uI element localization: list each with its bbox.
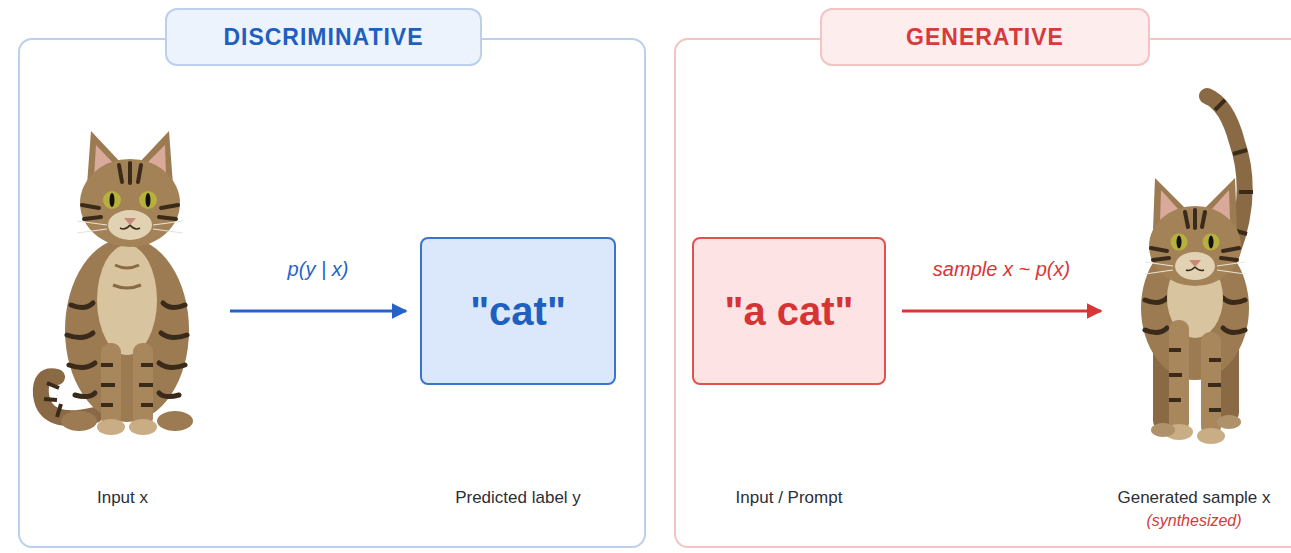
input-image: Input x (35, 115, 210, 440)
caption: Input / Prompt (736, 488, 843, 508)
arrow-connector (902, 310, 1101, 313)
box-label: "cat" (470, 289, 566, 334)
panel-heading: GENERATIVE (820, 8, 1150, 66)
prompt-box: "a cat"Input / Prompt (692, 237, 886, 385)
label-box: "cat"Predicted label y (420, 237, 616, 385)
caption-note: (synthesized) (1146, 512, 1241, 530)
panel-heading: DISCRIMINATIVE (165, 8, 482, 66)
generated-image: Generated sample x(synthesized) (1105, 80, 1283, 445)
caption: Generated sample x (1117, 488, 1270, 508)
arrow-connector (230, 310, 406, 313)
box-label: "a cat" (724, 289, 853, 334)
walking-cat (1141, 96, 1253, 444)
edge-label: p(y | x) (285, 258, 352, 281)
sitting-cat (41, 131, 193, 435)
category-panel: DISCRIMINATIVEInput x"cat"Predicted labe… (18, 38, 646, 548)
category-panel: GENERATIVE"a cat"Input / PromptGenerated… (674, 38, 1291, 548)
edge-label: sample x ~ p(x) (930, 258, 1073, 281)
caption: Input x (97, 488, 148, 508)
caption: Predicted label y (455, 488, 581, 508)
